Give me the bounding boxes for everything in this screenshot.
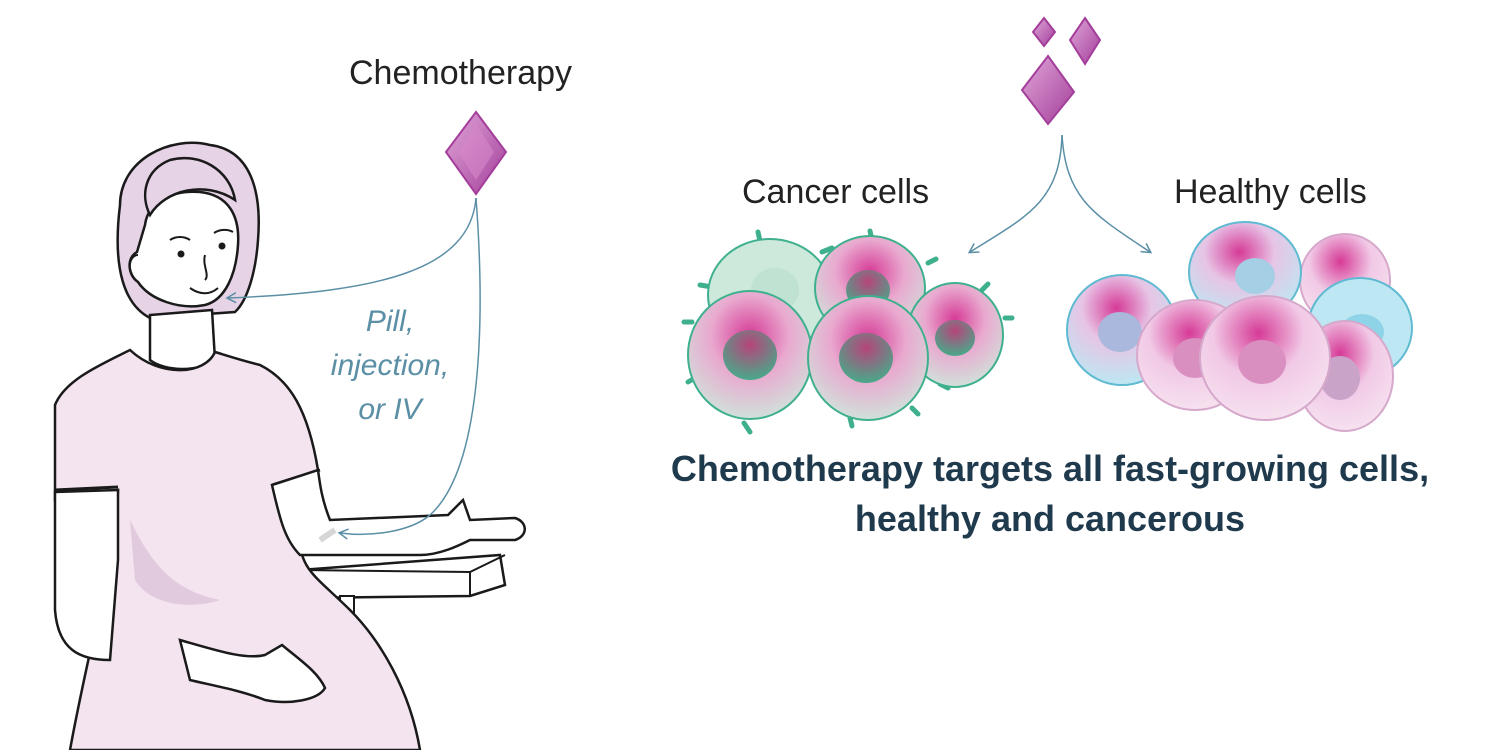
route-line-2: injection, [330, 349, 450, 382]
chemo-drug-icon [444, 110, 508, 196]
route-line-3: or IV [358, 393, 422, 426]
chemotherapy-label: Chemotherapy [349, 54, 573, 92]
cancer-cells-label: Cancer cells [742, 173, 930, 211]
diagram-caption: Chemotherapy targets all fast-growing ce… [600, 444, 1500, 544]
caption-line-1: Chemotherapy targets all fast-growing ce… [670, 448, 1430, 489]
route-arrows [225, 197, 481, 540]
patient-hand [178, 638, 327, 704]
cancer-cells-cluster [681, 228, 1015, 435]
split-arrows [967, 134, 1153, 254]
administration-route-label: Pill, injection, or IV [300, 300, 480, 432]
healthy-cells-cluster [1066, 221, 1413, 432]
patient-figure [53, 141, 526, 750]
route-line-1: Pill, [365, 305, 415, 338]
healthy-cells-label: Healthy cells [1174, 173, 1367, 211]
patient-arm [270, 468, 526, 557]
caption-line-2: healthy and cancerous [854, 498, 1246, 539]
chemo-drug-cluster [1020, 16, 1102, 126]
